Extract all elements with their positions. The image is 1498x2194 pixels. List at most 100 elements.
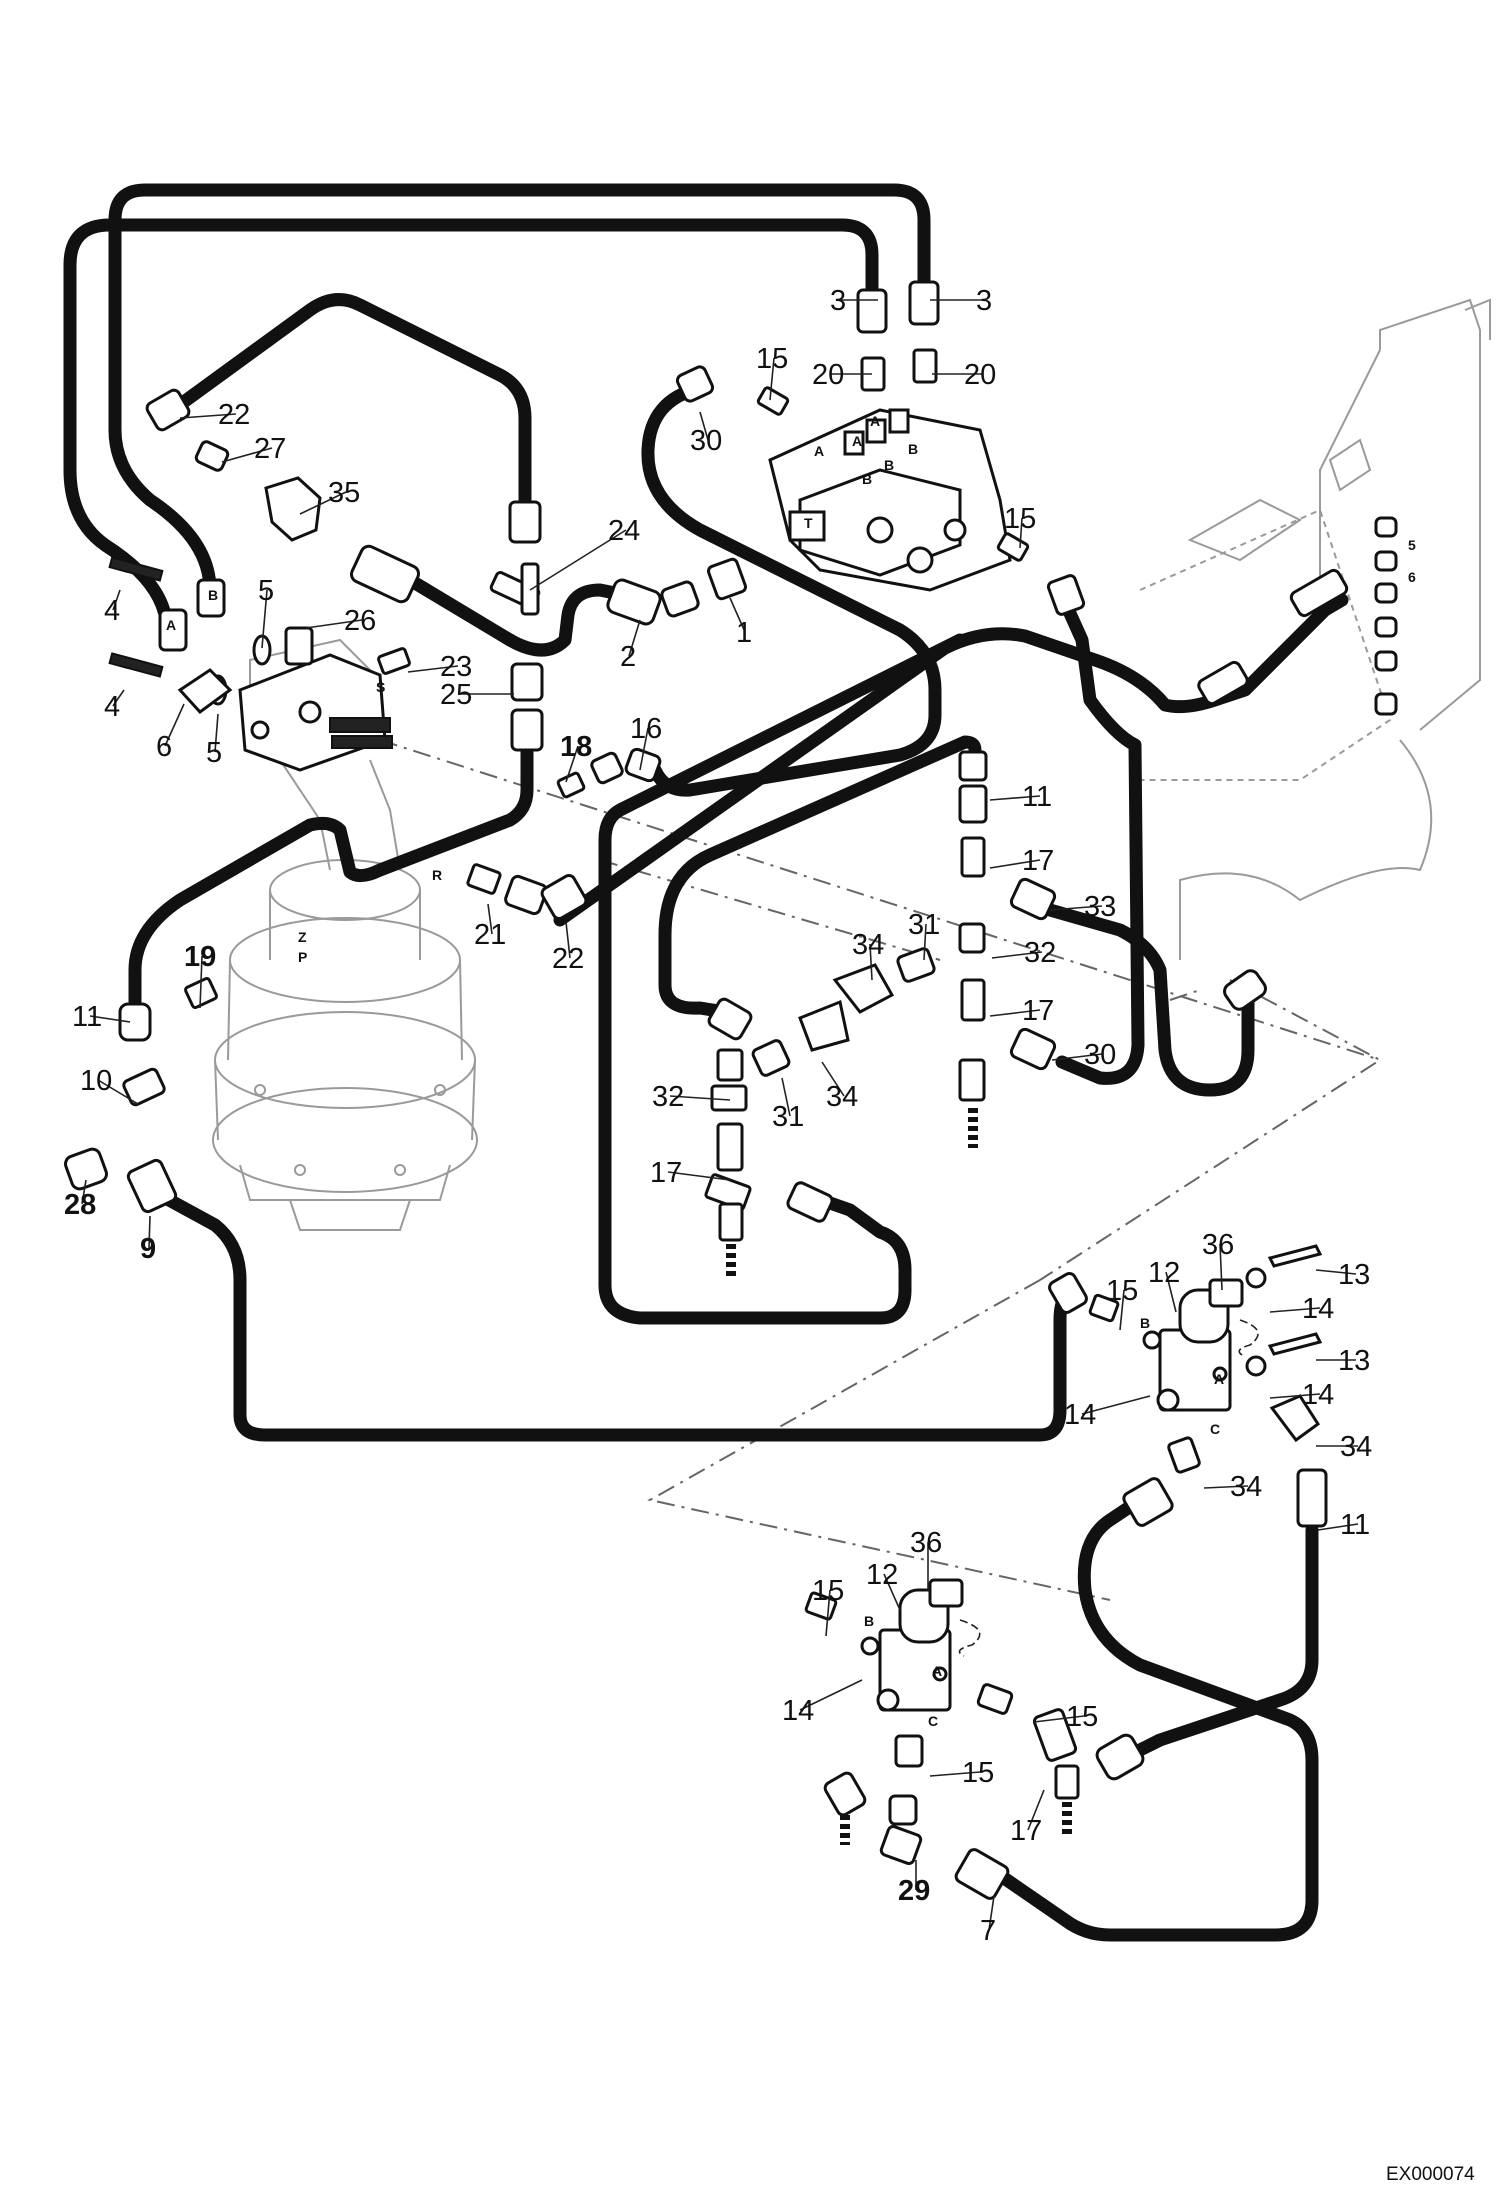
leader-c17b [989, 1009, 1041, 1017]
callout-c18: 18 [560, 731, 592, 763]
leader-c17c [667, 1171, 731, 1181]
callout-c1: 1 [736, 617, 752, 649]
leader-c2 [628, 619, 641, 657]
port-label-pB1: B [208, 587, 218, 603]
hose-fittings [64, 280, 1349, 1900]
leader-c32b [669, 1095, 731, 1101]
hose-3-right [108, 183, 931, 597]
leader-c5a [261, 589, 268, 649]
callout-leaders [81, 299, 1359, 1931]
callout-c10: 10 [80, 1065, 112, 1097]
callout-c33: 33 [1084, 891, 1116, 923]
callout-c34d: 34 [1230, 1471, 1262, 1503]
bolts [1245, 1244, 1323, 1377]
callout-c12a: 12 [1148, 1257, 1180, 1289]
callout-c20b: 20 [964, 359, 996, 391]
leader-c30a [699, 411, 709, 441]
leader-c11a [989, 795, 1041, 801]
leader-c14b [1269, 1393, 1321, 1399]
centre-lines [379, 739, 1382, 1601]
port-label-pP: P [298, 949, 307, 965]
leader-c15b [1019, 517, 1023, 549]
callout-c21: 21 [474, 919, 506, 951]
callout-c3a: 3 [830, 285, 846, 317]
callout-c3b: 3 [976, 285, 992, 317]
leader-c17a [989, 859, 1041, 869]
callout-c23: 23 [440, 651, 472, 683]
callout-c17b: 17 [1022, 995, 1054, 1027]
machine-frame-outline [1139, 298, 1491, 960]
leader-c34a [869, 943, 873, 981]
leader-c22a [179, 413, 237, 419]
callout-c26: 26 [344, 605, 376, 637]
callout-c15f: 15 [962, 1757, 994, 1789]
leader-c15d [825, 1589, 831, 1637]
port-label-pVA3: A [870, 413, 880, 429]
callout-c34b: 34 [826, 1081, 858, 1113]
callout-c15a: 15 [756, 343, 788, 375]
callout-c35: 35 [328, 477, 360, 509]
callout-c9: 9 [140, 1233, 156, 1265]
port-label-pSC1: C [1210, 1421, 1220, 1437]
callout-c19: 19 [184, 941, 216, 973]
callout-c24: 24 [608, 515, 640, 547]
callout-c32b: 32 [652, 1081, 684, 1113]
hose-33 [1043, 903, 1255, 1097]
port-label-pR: R [432, 867, 442, 883]
callout-c17c: 17 [650, 1157, 682, 1189]
hose-long-back [598, 633, 967, 1325]
callout-c12b: 12 [866, 1559, 898, 1591]
port-label-pSC2: C [928, 1713, 938, 1729]
figure-reference: EX000074 [1386, 2164, 1475, 2185]
callout-c29: 29 [898, 1875, 930, 1907]
callout-c6: 6 [156, 731, 172, 763]
hose-2 [403, 573, 637, 657]
leader-c12b [883, 1573, 901, 1611]
callout-c14b: 14 [1302, 1379, 1334, 1411]
leader-c1 [729, 597, 746, 633]
leader-c31a [923, 923, 927, 961]
callout-c31a: 31 [908, 909, 940, 941]
port-label-pR6: 6 [1408, 569, 1416, 585]
port-label-pA1: A [166, 617, 176, 633]
callout-c31b: 31 [772, 1101, 804, 1133]
hose-22-upper [163, 293, 532, 507]
callout-c36b: 36 [910, 1527, 942, 1559]
leader-c24 [529, 529, 627, 591]
leader-c4a [112, 589, 121, 611]
leader-c14c [1081, 1395, 1151, 1415]
leader-c18 [565, 745, 579, 783]
callout-c2: 2 [620, 641, 636, 673]
leader-c11c [1317, 1523, 1359, 1531]
leader-c5b [214, 713, 219, 753]
leader-c9 [148, 1215, 151, 1249]
callout-c4a: 4 [104, 595, 120, 627]
callout-c22a: 22 [218, 399, 250, 431]
leader-c34b [821, 1061, 845, 1097]
leader-c23 [407, 665, 459, 673]
callout-c4b: 4 [104, 691, 120, 723]
leader-c35 [299, 491, 347, 515]
port-label-pSA1: A [1214, 1371, 1224, 1387]
hose-22-lower [553, 593, 1349, 927]
open-line-stubs [726, 1108, 1072, 1845]
control-valve-block [768, 408, 1012, 592]
port-label-pSB1: B [1140, 1315, 1150, 1331]
callout-c11b: 11 [72, 1001, 102, 1033]
port-label-pVB2: B [884, 457, 894, 473]
port-label-pVB3: B [908, 441, 918, 457]
leader-c16 [639, 727, 649, 771]
callout-c13b: 13 [1338, 1345, 1370, 1377]
callout-c32a: 32 [1024, 937, 1056, 969]
hose-9 [153, 1188, 1075, 1442]
hose-7 [997, 1493, 1319, 1942]
callout-c36a: 36 [1202, 1229, 1234, 1261]
hose-30-lower [1055, 593, 1145, 1085]
port-label-pVA2: A [852, 433, 862, 449]
callout-c17a: 17 [1022, 845, 1054, 877]
callout-c15c: 15 [1106, 1275, 1138, 1307]
callout-c28: 28 [64, 1189, 96, 1221]
callout-c15e: 15 [1066, 1701, 1098, 1733]
callout-c27: 27 [254, 433, 286, 465]
